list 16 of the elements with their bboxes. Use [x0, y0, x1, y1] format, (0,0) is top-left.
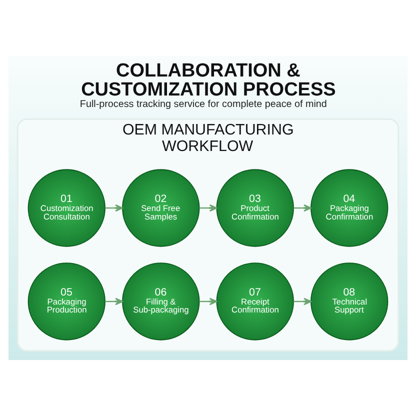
arrow: [199, 298, 218, 306]
caption: Full-process tracking service for complete peace of mind: [80, 99, 327, 110]
node-circle: 03 Product Confirmation: [216, 169, 294, 247]
arrow: [294, 298, 312, 306]
node-circle: 07 Receipt Confirmation: [216, 262, 294, 340]
arrow: [105, 298, 124, 306]
node-circle: 02 Send Free Samples: [122, 169, 200, 247]
node-circle: 01 Customization Consultation: [28, 169, 106, 247]
node-circle: 05 Packaging Production: [28, 262, 106, 340]
arrow: [294, 204, 312, 212]
node-circle: 08 Technical Support: [310, 262, 388, 340]
arrow: [199, 204, 218, 212]
arrow: [105, 204, 124, 212]
node-circle: 04 Packaging Confirmation: [310, 169, 388, 247]
node-circle: 06 Filling & Sub-packaging: [122, 262, 200, 340]
diagram-title: COLLABORATION & CUSTOMIZATION PROCESS: [81, 60, 336, 101]
